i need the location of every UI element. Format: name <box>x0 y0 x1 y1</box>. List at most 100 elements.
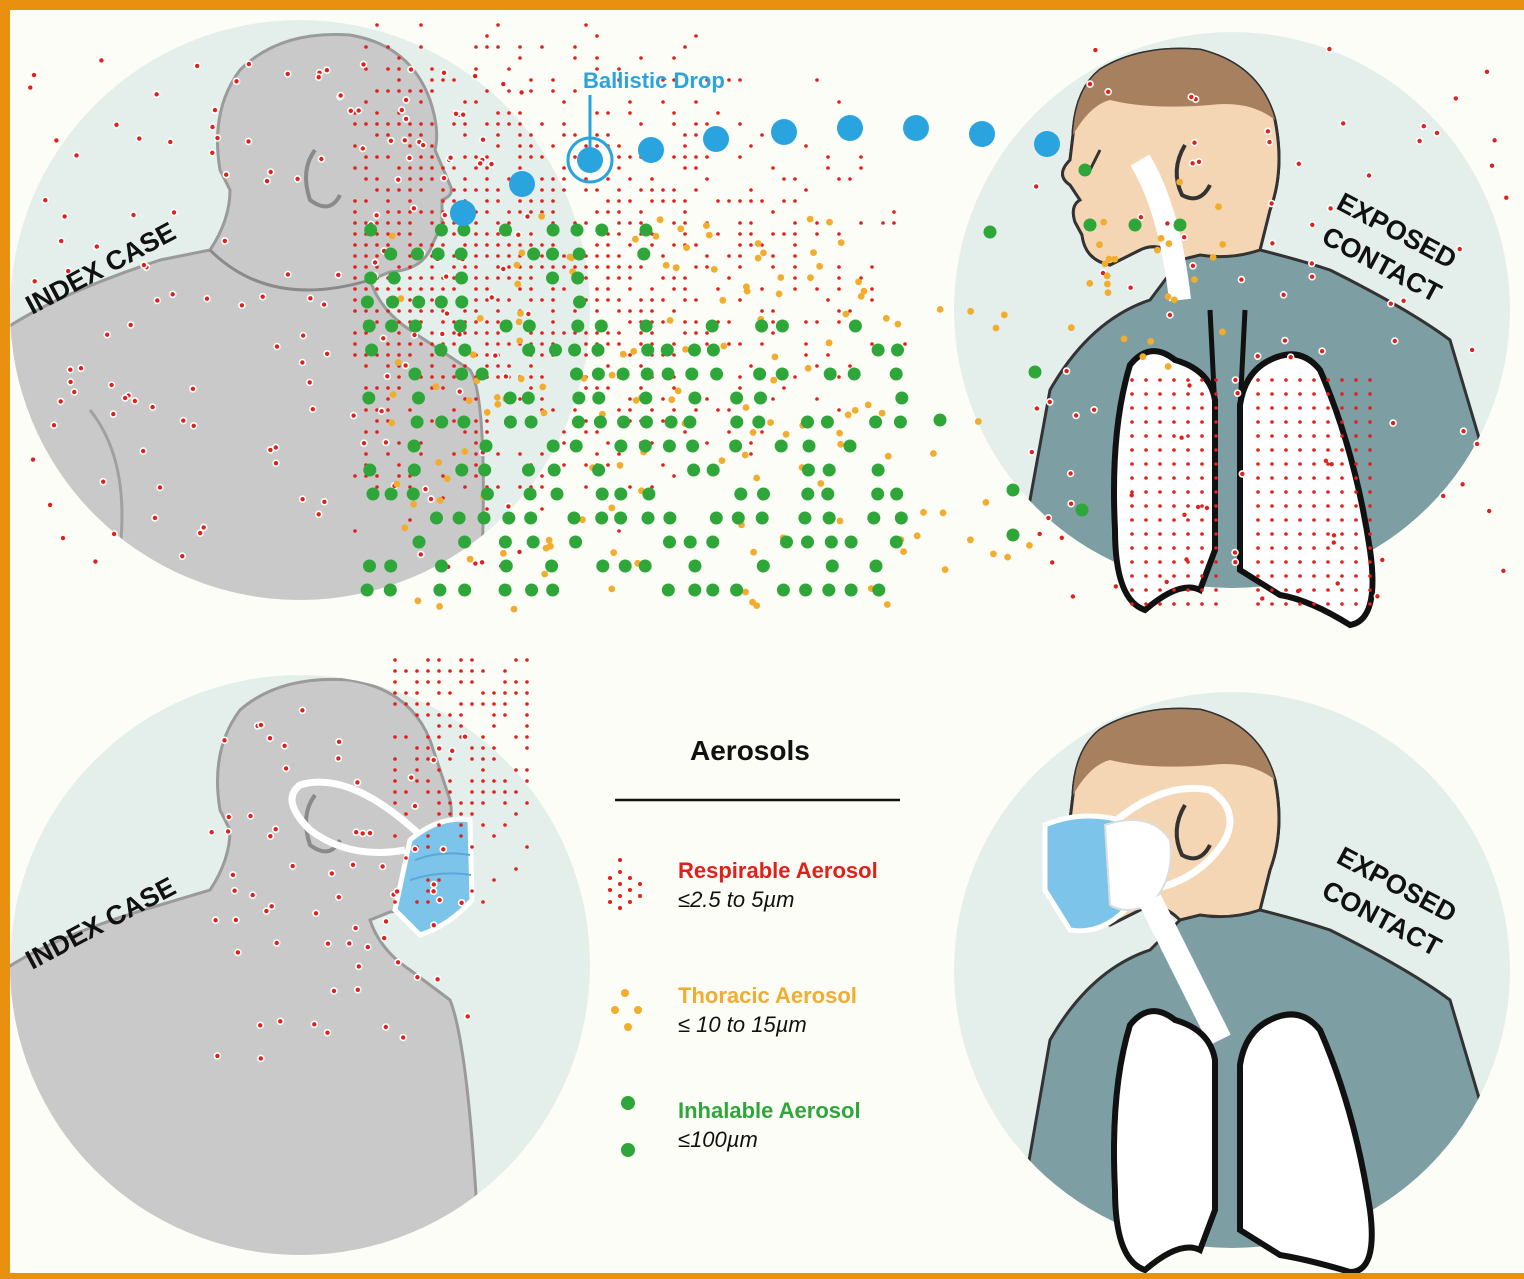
respirable-particle <box>452 419 456 423</box>
respirable-particle <box>606 287 610 291</box>
legend-title: Aerosols <box>690 735 810 766</box>
respirable-particle <box>452 78 456 82</box>
respirable-particle <box>399 107 405 113</box>
respirable-particle <box>439 331 445 337</box>
respirable-particle <box>525 658 529 662</box>
respirable-particle <box>1354 378 1358 382</box>
respirable-particle <box>1049 559 1055 565</box>
respirable-particle <box>1298 532 1302 536</box>
inhalable-particle <box>432 248 445 261</box>
respirable-particle <box>353 474 357 478</box>
respirable-particle <box>727 199 731 203</box>
respirable-particle <box>415 691 419 695</box>
respirable-particle <box>448 801 452 805</box>
respirable-particle <box>525 768 529 772</box>
respirable-particle <box>1312 476 1316 480</box>
respirable-particle <box>540 265 544 269</box>
thoracic-particle <box>484 409 491 416</box>
respirable-particle <box>1172 420 1176 424</box>
respirable-particle <box>503 374 509 380</box>
thoracic-particle <box>608 505 615 512</box>
respirable-particle <box>1158 476 1162 480</box>
respirable-particle <box>338 93 344 99</box>
respirable-particle <box>472 561 478 567</box>
respirable-particle <box>397 188 401 192</box>
inhalable-particle <box>867 512 880 525</box>
respirable-particle <box>551 287 555 291</box>
respirable-particle <box>386 210 390 214</box>
respirable-particle <box>404 812 408 816</box>
respirable-particle <box>1270 602 1274 606</box>
respirable-particle <box>525 746 529 750</box>
respirable-particle <box>1312 504 1316 508</box>
inhalable-particle <box>595 224 608 237</box>
respirable-particle <box>514 691 518 695</box>
respirable-particle <box>870 298 874 302</box>
respirable-particle <box>60 535 66 541</box>
respirable-particle <box>804 320 808 324</box>
inhalable-particle <box>408 464 421 477</box>
inhalable-particle <box>435 224 448 237</box>
respirable-particle <box>397 221 401 225</box>
respirable-particle <box>892 221 896 225</box>
inhalable-particle <box>639 440 652 453</box>
thoracic-particle <box>777 274 784 281</box>
respirable-particle <box>606 133 610 137</box>
respirable-particle <box>395 959 401 965</box>
inhalable-particle <box>641 344 654 357</box>
respirable-particle <box>1401 298 1407 304</box>
respirable-particle <box>1214 378 1218 382</box>
respirable-particle <box>525 680 529 684</box>
inhalable-particle <box>569 536 582 549</box>
thoracic-particle <box>706 232 713 239</box>
inhalable-particle <box>753 368 766 381</box>
respirable-particle <box>408 133 412 137</box>
respirable-particle <box>463 133 467 137</box>
respirable-particle <box>1144 378 1148 382</box>
respirable-particle <box>1270 392 1274 396</box>
respirable-particle <box>716 232 720 236</box>
respirable-particle <box>136 136 142 142</box>
respirable-particle <box>529 364 533 368</box>
respirable-particle <box>683 155 687 159</box>
respirable-particle <box>1326 420 1330 424</box>
respirable-particle <box>348 108 354 114</box>
respirable-particle <box>1092 47 1098 53</box>
respirable-particle <box>500 81 506 87</box>
respirable-particle <box>441 320 445 324</box>
respirable-particle <box>393 779 397 783</box>
inhalable-particle <box>663 536 676 549</box>
respirable-particle <box>415 702 419 706</box>
respirable-particle <box>470 779 474 783</box>
respirable-particle <box>393 691 397 695</box>
respirable-particle <box>760 309 764 313</box>
ballistic-drop <box>1034 131 1060 157</box>
inhalable-particle <box>776 320 789 333</box>
respirable-particle <box>1284 574 1288 578</box>
respirable-particle <box>1172 504 1176 508</box>
inhalable-particle <box>546 248 559 261</box>
respirable-particle <box>353 265 357 269</box>
respirable-particle <box>507 89 511 93</box>
respirable-particle <box>529 144 533 148</box>
respirable-particle <box>426 889 430 893</box>
thoracic-particle <box>983 499 990 506</box>
respirable-particle <box>584 276 588 280</box>
respirable-particle <box>78 365 84 371</box>
respirable-particle <box>492 757 496 761</box>
respirable-particle <box>485 320 489 324</box>
respirable-particle <box>408 775 414 781</box>
respirable-particle <box>404 790 408 794</box>
respirable-particle <box>1340 518 1344 522</box>
inhalable-particle <box>367 488 380 501</box>
respirable-particle <box>672 155 676 159</box>
respirable-particle <box>1158 602 1162 606</box>
respirable-particle <box>470 889 474 893</box>
respirable-particle <box>749 221 753 225</box>
respirable-particle <box>1172 392 1176 396</box>
respirable-particle <box>727 342 731 346</box>
thoracic-particle <box>942 566 949 573</box>
respirable-particle <box>418 551 424 557</box>
inhalable-particle <box>594 416 607 429</box>
respirable-particle <box>426 658 430 662</box>
